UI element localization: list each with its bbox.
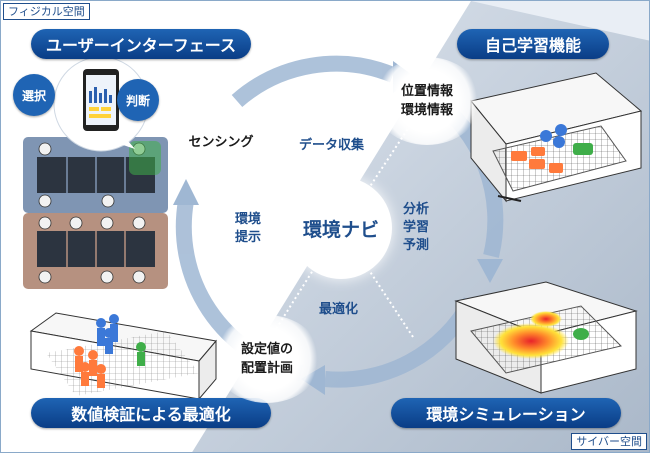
placement-plan-node: 設定値の 配置計画 bbox=[213, 315, 321, 403]
environment-navi-label: 環境ナビ bbox=[302, 218, 379, 241]
self-learning-pill: 自己学習機能 bbox=[457, 29, 609, 59]
user-interface-pill: ユーザーインターフェース bbox=[31, 29, 251, 59]
environment-label: 環境 bbox=[235, 212, 262, 227]
placement-plan-label: 配置計画 bbox=[240, 361, 293, 376]
prediction-label: 予測 bbox=[403, 238, 430, 253]
office-floor-plan bbox=[23, 137, 168, 289]
dotted-dividers bbox=[270, 120, 414, 338]
judge-callout: 判断 bbox=[117, 79, 159, 121]
analysis-label-group: 分析 学習 予測 bbox=[403, 201, 429, 255]
environment-navi-hub: 環境ナビ bbox=[290, 177, 392, 279]
physical-space-tag: フィジカル空間 bbox=[3, 3, 90, 20]
sensing-node: センシング bbox=[166, 107, 276, 177]
sensing-label: センシング bbox=[188, 134, 254, 150]
environment-info-label: 環境情報 bbox=[400, 103, 453, 118]
tablet-bubble bbox=[53, 56, 149, 152]
optimization-box bbox=[29, 312, 217, 401]
presentation-label: 提示 bbox=[235, 230, 262, 245]
position-info-label: 位置情報 bbox=[400, 84, 453, 99]
environment-presentation-group: 環境 提示 bbox=[235, 211, 261, 247]
learning-model-box bbox=[470, 72, 643, 203]
environment-simulation-pill: 環境シミュレーション bbox=[391, 398, 621, 428]
analysis-label: 分析 bbox=[403, 202, 430, 217]
simulation-box bbox=[454, 281, 638, 394]
optimization-label: 最適化 bbox=[319, 302, 359, 317]
select-callout: 選択 bbox=[13, 74, 55, 116]
learning-label: 学習 bbox=[403, 220, 430, 235]
numerical-validation-pill: 数値検証による最適化 bbox=[31, 398, 271, 428]
setting-value-label: 設定値の bbox=[240, 342, 293, 357]
position-env-info-node: 位置情報 環境情報 bbox=[373, 57, 481, 145]
cyber-space-tag: サイバー空間 bbox=[571, 433, 647, 450]
data-collection-label: データ収集 bbox=[299, 138, 365, 153]
